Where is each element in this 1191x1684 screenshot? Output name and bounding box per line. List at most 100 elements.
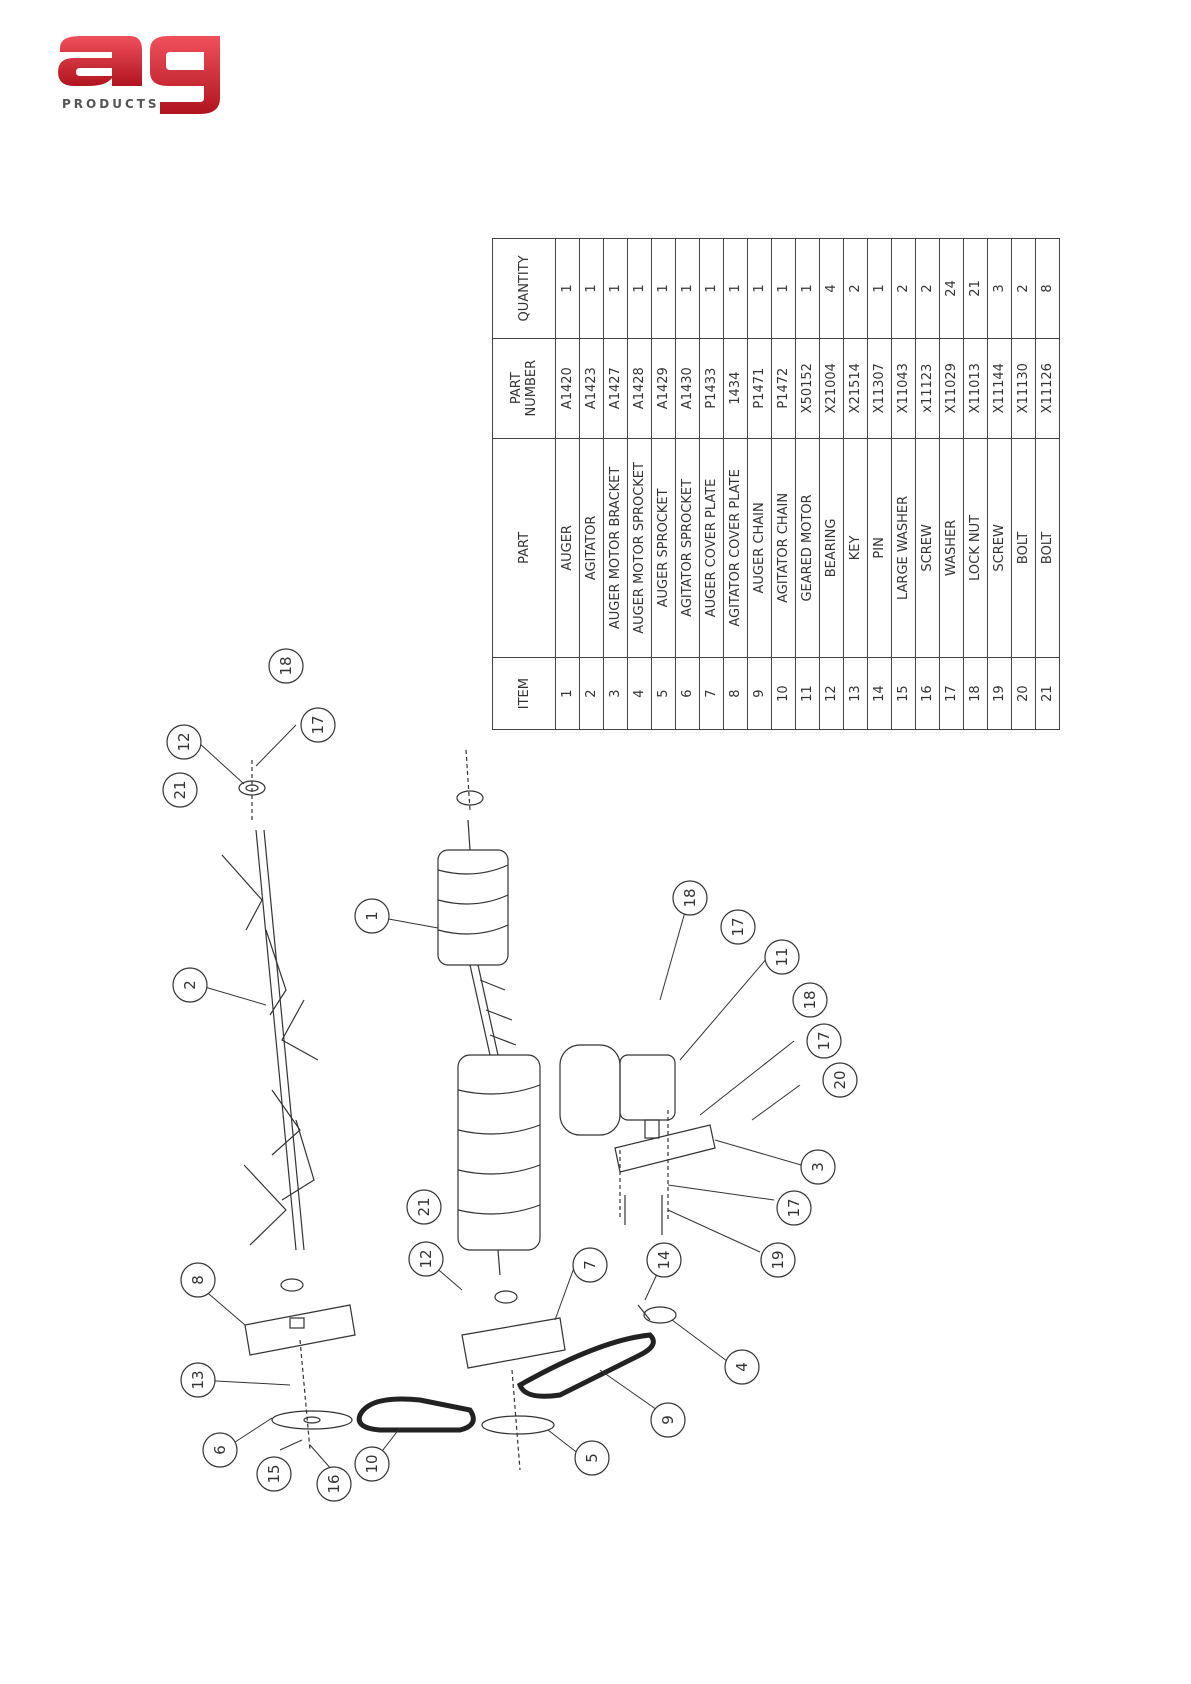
svg-text:19: 19 [769, 1250, 787, 1269]
cell-part: AUGER SPROCKET [651, 438, 676, 658]
cell-item: 19 [987, 657, 1012, 730]
svg-text:12: 12 [417, 1249, 435, 1268]
cell-item: 21 [1035, 657, 1060, 730]
cell-item: 17 [939, 657, 964, 730]
header-item: ITEM [492, 657, 556, 730]
cell-item: 18 [963, 657, 988, 730]
cell-part-number: A1420 [555, 338, 580, 439]
agitator-sprocket [271, 1410, 353, 1430]
cell-quantity: 1 [771, 238, 796, 339]
cell-part-number: A1429 [651, 338, 676, 439]
cell-part-number: X11043 [891, 338, 916, 439]
auger-motor-bracket [614, 1124, 716, 1173]
cell-part-number: X11029 [939, 338, 964, 439]
svg-text:16: 16 [325, 1474, 343, 1493]
balloon-12b: 12 [408, 1241, 444, 1277]
balloon-20: 20 [822, 1062, 858, 1098]
cell-quantity: 1 [867, 238, 892, 339]
svg-text:13: 13 [189, 1370, 207, 1389]
svg-text:5: 5 [583, 1453, 601, 1463]
svg-text:15: 15 [265, 1464, 283, 1483]
cell-quantity: 24 [939, 238, 964, 339]
auger-sprocket [481, 1415, 555, 1435]
cell-part-number: 1434 [723, 338, 748, 439]
cell-quantity: 8 [1035, 238, 1060, 339]
balloon-16: 16 [316, 1466, 352, 1502]
cell-item: 6 [675, 657, 700, 730]
svg-text:7: 7 [581, 1260, 599, 1270]
cell-part: LARGE WASHER [891, 438, 916, 658]
cell-part-number: A1428 [627, 338, 652, 439]
agitator-shaft [221, 829, 319, 1251]
cell-quantity: 2 [891, 238, 916, 339]
leader-lines [197, 724, 809, 1471]
balloon-3: 3 [800, 1149, 836, 1185]
cell-item: 12 [819, 657, 844, 730]
svg-text:17: 17 [785, 1198, 803, 1217]
svg-text:9: 9 [659, 1415, 677, 1425]
balloon-9: 9 [650, 1402, 686, 1438]
cell-item: 16 [915, 657, 940, 730]
svg-text:18: 18 [801, 990, 819, 1009]
cell-part: AUGER [555, 438, 580, 658]
cell-quantity: 1 [555, 238, 580, 339]
agitator-bottom-bearing [280, 1278, 304, 1292]
cell-item: 20 [1011, 657, 1036, 730]
cell-part-number: X21004 [819, 338, 844, 439]
cell-part-number: A1430 [675, 338, 700, 439]
cell-part-number: X50152 [795, 338, 820, 439]
cell-part: AGITATOR CHAIN [771, 438, 796, 658]
cell-part: BOLT [1035, 438, 1060, 658]
svg-text:4: 4 [733, 1362, 751, 1372]
svg-text:21: 21 [415, 1197, 433, 1216]
cell-item: 5 [651, 657, 676, 730]
ag-products-logo: PRODUCTS [50, 30, 230, 120]
cell-quantity: 2 [915, 238, 940, 339]
cell-part-number: X11126 [1035, 338, 1060, 439]
svg-text:17: 17 [309, 715, 327, 734]
balloon-13: 13 [180, 1362, 216, 1398]
cell-part-number: X11307 [867, 338, 892, 439]
cell-item: 9 [747, 657, 772, 730]
cell-item: 7 [699, 657, 724, 730]
balloon-15: 15 [256, 1456, 292, 1492]
balloon-1: 1 [354, 898, 390, 934]
svg-text:21: 21 [171, 780, 189, 799]
cell-part-number: X11144 [987, 338, 1012, 439]
cell-quantity: 1 [795, 238, 820, 339]
balloon-19: 19 [760, 1242, 796, 1278]
balloon-17c: 17 [806, 1023, 842, 1059]
auger-chain [516, 1332, 656, 1399]
balloon-17a: 17 [300, 707, 336, 743]
cell-item: 2 [579, 657, 604, 730]
cell-quantity: 1 [603, 238, 628, 339]
cell-part: WASHER [939, 438, 964, 658]
cell-part: AUGER CHAIN [747, 438, 772, 658]
logo-mark: PRODUCTS [58, 36, 220, 114]
balloon-8: 8 [180, 1262, 216, 1298]
cell-part: AGITATOR SPROCKET [675, 438, 700, 658]
cell-item: 4 [627, 657, 652, 730]
cell-quantity: 2 [843, 238, 868, 339]
cell-item: 1 [555, 657, 580, 730]
cell-part: AGITATOR [579, 438, 604, 658]
cell-part: SCREW [987, 438, 1012, 658]
cell-item: 14 [867, 657, 892, 730]
balloon-14: 14 [646, 1242, 682, 1278]
